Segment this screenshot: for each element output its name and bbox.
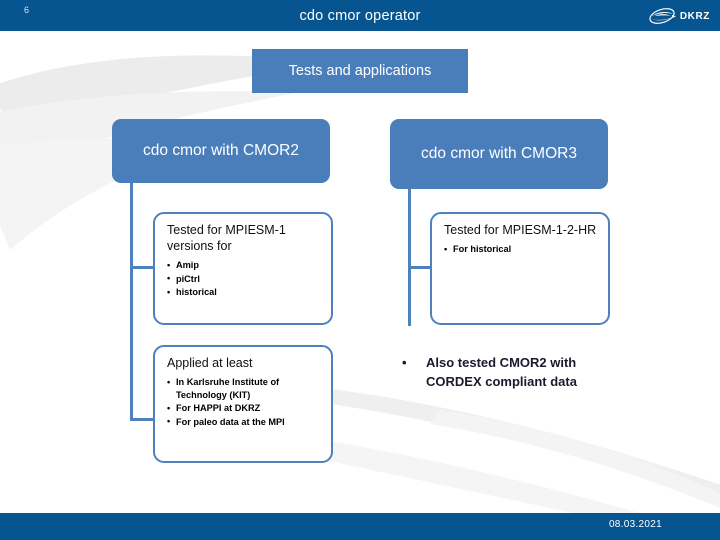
slide-number: 6 — [24, 5, 30, 15]
list-item: For HAPPI at DKRZ — [167, 402, 321, 415]
list-item: historical — [167, 286, 321, 299]
connector-right-trunk — [408, 189, 411, 326]
list-item: For historical — [444, 243, 598, 256]
header-bar — [0, 0, 720, 31]
list-item: For paleo data at the MPI — [167, 415, 321, 429]
list-item: In Karlsruhe Institute of Technology (KI… — [167, 376, 321, 401]
bullet-list: Amip piCtrl historical — [167, 259, 321, 299]
box-title: Tested for MPIESM-1-2-HR — [444, 223, 597, 237]
box-title: Tested for MPIESM-1 versions for — [167, 223, 286, 253]
section-banner: Tests and applications — [252, 49, 468, 93]
content-box-applied-at-least[interactable]: Applied at least In Karlsruhe Institute … — [153, 345, 333, 463]
content-box-tested-mpiesm1[interactable]: Tested for MPIESM-1 versions for Amip pi… — [153, 212, 333, 325]
box-title: Applied at least — [167, 356, 253, 370]
dkrz-logo-text: DKRZ — [679, 10, 710, 22]
dkrz-swirl-icon — [649, 8, 676, 24]
connector-left-branch-2 — [130, 418, 155, 421]
connector-left-branch-1 — [130, 266, 155, 269]
column-header-cmor3[interactable]: cdo cmor with CMOR3 — [390, 119, 608, 189]
free-text-body: Also tested CMOR2 with CORDEX compliant … — [426, 355, 577, 389]
free-text-cordex: • Also tested CMOR2 with CORDEX complian… — [398, 353, 633, 391]
connector-left-trunk — [130, 183, 133, 420]
bullet-glyph: • — [402, 355, 407, 370]
bullet-list: In Karlsruhe Institute of Technology (KI… — [167, 376, 321, 428]
page-title: cdo cmor operator — [299, 7, 421, 24]
footer-bar — [0, 513, 720, 540]
content-box-tested-mpiesm12hr[interactable]: Tested for MPIESM-1-2-HR For historical — [430, 212, 610, 325]
column-header-cmor2[interactable]: cdo cmor with CMOR2 — [112, 119, 330, 183]
list-item: piCtrl — [167, 272, 321, 286]
connector-right-branch-1 — [408, 266, 432, 269]
dkrz-logo: DKRZ — [632, 5, 710, 27]
footer-date: 08.03.2021 — [608, 519, 662, 530]
bullet-list: For historical — [444, 243, 598, 256]
list-item: Amip — [167, 259, 321, 272]
